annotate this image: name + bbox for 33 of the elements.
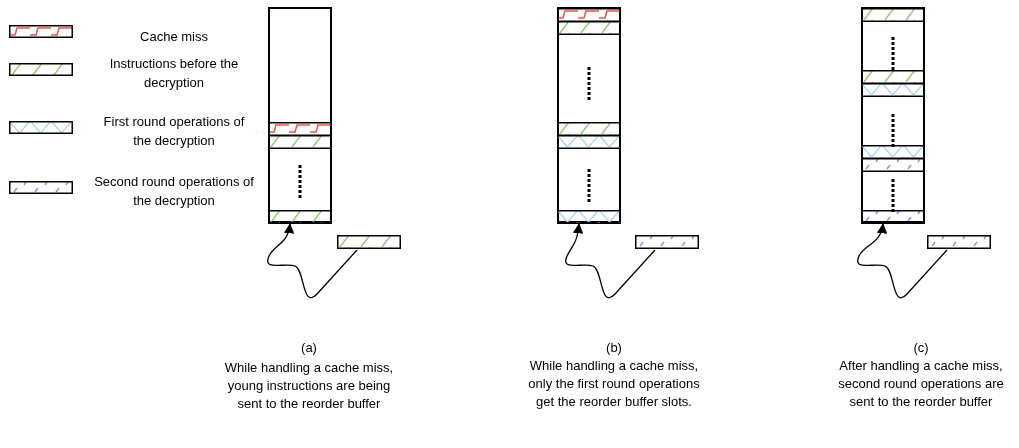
squiggly-arrow <box>565 222 656 299</box>
instruction-bar <box>635 235 699 249</box>
instruction-slot <box>861 83 925 97</box>
instruction-slot <box>557 21 621 35</box>
buffer-column <box>861 7 925 223</box>
squiggly-arrow <box>267 222 358 299</box>
squiggly-arrow <box>857 222 948 299</box>
panel-label: (a) <box>300 339 318 357</box>
instruction-slot <box>861 70 925 84</box>
panel-label: (c) <box>912 339 930 357</box>
caption-text: While handling a cache miss, young instructions are being sent to the reorder buffer <box>223 359 395 413</box>
caption-text: After handling a cache miss, second round operations are sent to the reorder buffer <box>837 357 1005 411</box>
instruction-slot <box>861 145 925 159</box>
instruction-slot <box>268 135 332 149</box>
instruction-slot <box>861 210 925 224</box>
instruction-bar <box>927 235 991 249</box>
buffer-column <box>268 7 332 223</box>
instruction-bar <box>337 235 401 249</box>
legend-label: Second round operations of the decryption <box>94 173 254 210</box>
instruction-slot <box>268 210 332 224</box>
legend-label: Instructions before the decryption <box>108 55 240 92</box>
instruction-slot <box>268 122 332 136</box>
instruction-slot <box>557 210 621 224</box>
instruction-slot <box>557 135 621 149</box>
caption-text: While handling a cache miss, only the first round operations get the reorder buffer slots. <box>527 357 701 411</box>
instruction-slot <box>861 158 925 172</box>
legend-label: First round operations of the decryption <box>102 113 246 150</box>
instruction-slot <box>861 8 925 22</box>
instruction-slot <box>557 122 621 136</box>
buffer-column <box>557 7 621 223</box>
panel-label: (b) <box>605 339 623 357</box>
legend-label: Cache miss <box>139 28 209 46</box>
instruction-slot <box>557 8 621 22</box>
